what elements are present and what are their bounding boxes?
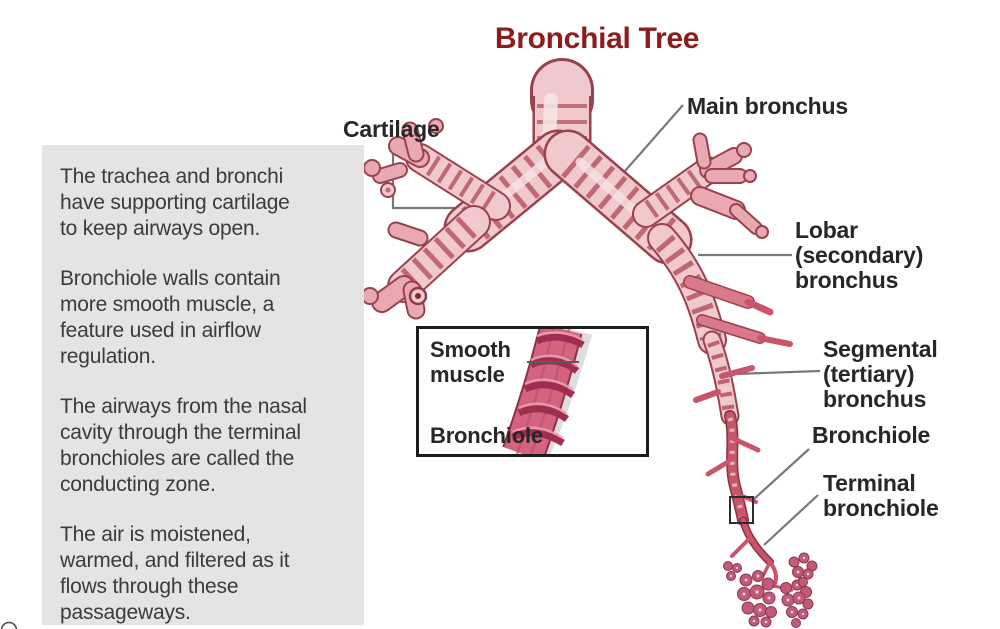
right-upper-bronchus-branch [632,132,769,239]
label-inset-bronchiole: Bronchiole [430,423,543,448]
label-cartilage: Cartilage [343,116,440,142]
bronchiole-tube [705,410,761,526]
label-terminal-bronchiole: Terminal bronchiole [823,470,939,521]
bronchiole-inset-box: Smooth muscle Bronchiole [416,326,649,457]
label-lobar-bronchus: Lobar (secondary) bronchus [795,217,924,293]
label-segmental-bronchus: Segmental (tertiary) bronchus [823,336,938,412]
terminal-leader-line [763,494,819,546]
label-main-bronchus: Main bronchus [687,93,848,119]
segmental-bronchus [693,330,755,426]
info-paragraph: The air is moistened, warmed, and filter… [60,523,290,624]
copyright-mark [0,621,18,629]
info-box: The trachea and bronchi have supporting … [42,145,364,625]
info-paragraph: The airways from the nasal cavity throug… [60,395,307,496]
magnifier-square [729,496,754,524]
lobar-bronchus [647,223,793,355]
inset-bronchiole-illustration [502,329,593,454]
bronchiole-leader-line [753,448,810,500]
label-smooth-muscle: Smooth muscle [430,337,511,387]
info-paragraph: Bronchiole walls contain more smooth mus… [60,267,281,368]
alveoli-highlights [729,556,810,624]
left-lower-bronchus-branch [361,205,491,320]
segmental-leader-line [734,369,821,376]
smooth-muscle-leader-line [527,361,579,363]
main-bronchus-leader-line [617,104,684,180]
page-title: Bronchial Tree [494,22,700,55]
info-paragraph: The trachea and bronchi have supporting … [60,165,290,240]
label-bronchiole: Bronchiole [812,422,931,448]
left-upper-bronchus-branch [363,118,511,221]
